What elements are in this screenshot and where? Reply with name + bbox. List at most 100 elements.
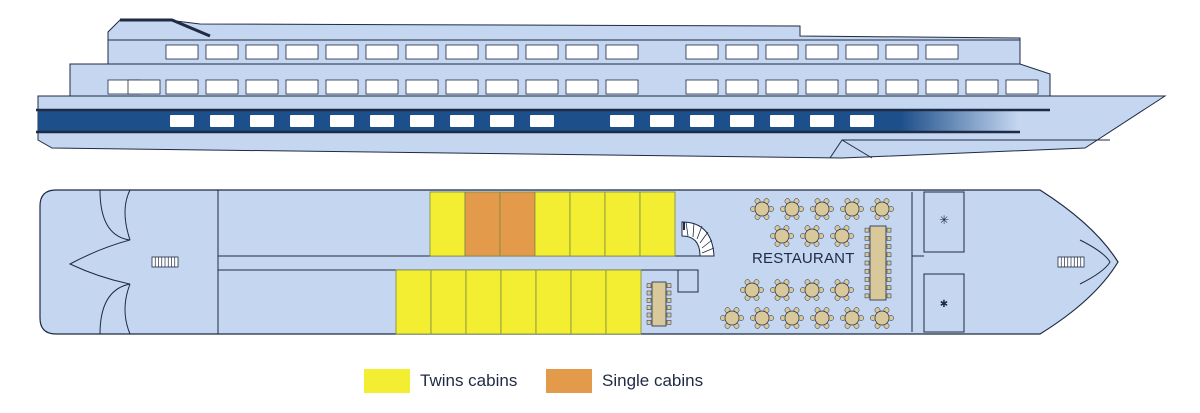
- side-window: [285, 79, 319, 95]
- side-windows: [107, 44, 1039, 127]
- chair: [864, 244, 870, 249]
- chair: [666, 290, 672, 296]
- stern-notch: [829, 139, 873, 159]
- long-table: [651, 281, 667, 327]
- round-table: [770, 225, 794, 247]
- chair: [886, 285, 892, 290]
- long-table: [869, 225, 887, 301]
- table-top: [844, 310, 860, 326]
- cabin-twin: [535, 269, 572, 335]
- table-top: [744, 282, 760, 298]
- cabin-twin: [570, 269, 607, 335]
- table-top: [774, 282, 790, 298]
- round-table: [800, 279, 824, 301]
- chair: [886, 252, 892, 258]
- legend-twin-label: Twins cabins: [420, 371, 518, 390]
- star-icon: ✱: [940, 299, 948, 310]
- side-window: [725, 79, 759, 95]
- side-window: [127, 79, 161, 95]
- chair: [864, 268, 870, 274]
- side-window: [605, 44, 639, 60]
- side-window: [405, 79, 439, 95]
- chair: [646, 305, 652, 310]
- porthole: [530, 115, 554, 127]
- table-top: [814, 310, 830, 326]
- table-top: [754, 201, 770, 217]
- side-window: [885, 44, 919, 60]
- chair: [646, 283, 652, 288]
- porthole: [770, 115, 794, 127]
- porthole: [490, 115, 514, 127]
- lift-box: [677, 269, 699, 293]
- cabin-single: [464, 191, 501, 257]
- cabin-twin: [429, 191, 466, 257]
- round-table: [870, 198, 894, 220]
- side-window: [245, 44, 279, 60]
- chair: [666, 283, 672, 288]
- table-top: [844, 201, 860, 217]
- side-window: [485, 79, 519, 95]
- chair: [864, 227, 870, 233]
- legend-single-label: Single cabins: [602, 371, 704, 390]
- cabins: [395, 191, 676, 335]
- cabin-twin: [465, 269, 502, 335]
- table-top: [834, 228, 850, 244]
- side-window: [565, 44, 599, 60]
- side-window: [565, 79, 599, 95]
- porthole: [290, 115, 314, 127]
- table-top: [874, 201, 890, 217]
- porthole: [730, 115, 754, 127]
- round-table: [840, 198, 864, 220]
- porthole: [250, 115, 274, 127]
- chair: [886, 244, 892, 249]
- round-table: [870, 307, 894, 329]
- table-top: [754, 310, 770, 326]
- side-window: [325, 44, 359, 60]
- side-window: [445, 44, 479, 60]
- chair: [864, 252, 870, 258]
- round-table: [770, 279, 794, 301]
- long-tables: [646, 225, 892, 327]
- chair: [646, 312, 652, 318]
- side-window: [1005, 79, 1039, 95]
- chair: [864, 277, 870, 282]
- side-window: [685, 79, 719, 95]
- side-window: [205, 79, 239, 95]
- table-top: [724, 310, 740, 326]
- porthole: [170, 115, 194, 127]
- porthole: [690, 115, 714, 127]
- side-window: [205, 44, 239, 60]
- side-elevation: [36, 18, 1167, 159]
- side-window: [605, 79, 639, 95]
- chair: [666, 312, 672, 318]
- round-table: [720, 307, 744, 329]
- porthole: [850, 115, 874, 127]
- cabin-twin: [639, 191, 676, 257]
- stern-arc: [68, 189, 131, 335]
- cabin-twin: [605, 269, 642, 335]
- side-window: [165, 79, 199, 95]
- chair: [864, 285, 870, 290]
- table-top: [804, 228, 820, 244]
- chair: [646, 290, 652, 296]
- chair: [886, 268, 892, 274]
- bow-service-rooms: ✳ ✱: [911, 191, 965, 333]
- cabin-twin: [534, 191, 571, 257]
- round-table: [750, 307, 774, 329]
- snowflake-icon: ✳: [939, 213, 949, 227]
- round-table: [740, 279, 764, 301]
- side-window: [965, 79, 999, 95]
- cabin-twin: [569, 191, 606, 257]
- side-window: [365, 79, 399, 95]
- chair: [886, 260, 892, 266]
- porthole: [410, 115, 434, 127]
- chair: [886, 277, 892, 282]
- cabin-twin: [500, 269, 537, 335]
- chair: [666, 320, 672, 325]
- chair: [864, 260, 870, 266]
- cabin-single: [499, 191, 536, 257]
- restaurant-label: RESTAURANT: [752, 250, 855, 267]
- chair: [886, 293, 892, 299]
- stern-stairs: [151, 256, 179, 268]
- round-table: [840, 307, 864, 329]
